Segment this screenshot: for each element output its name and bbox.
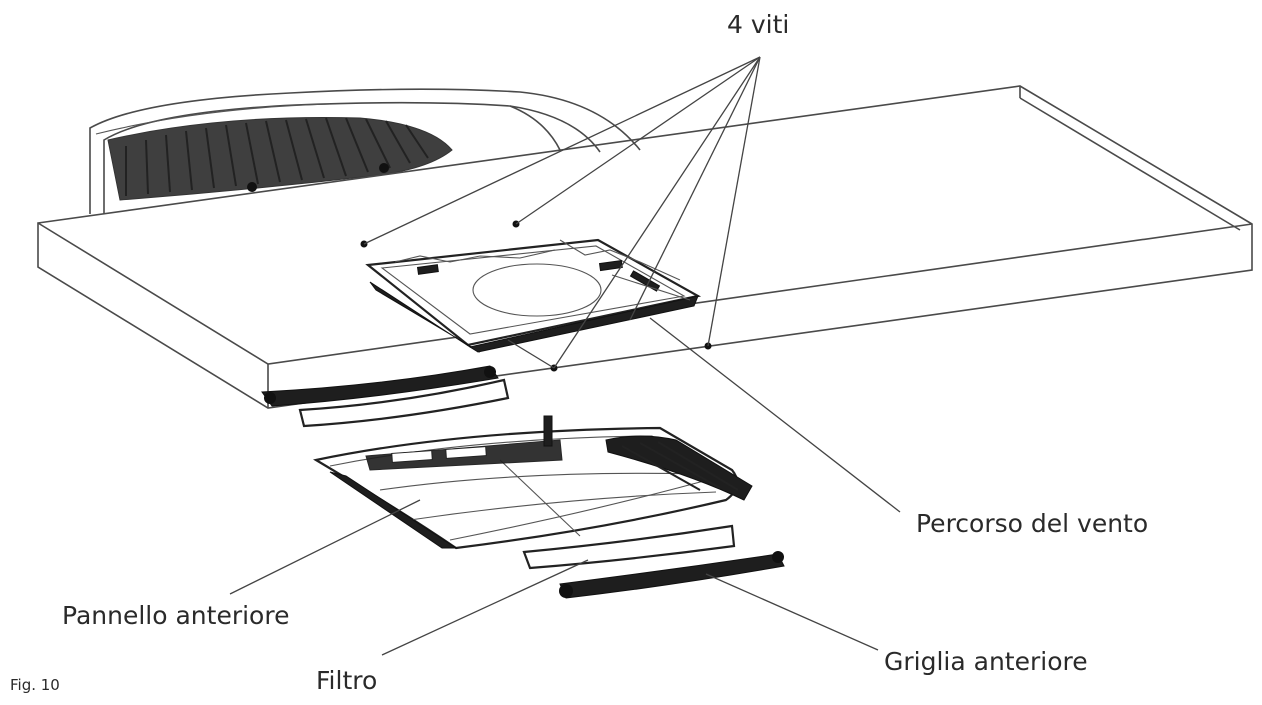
- lower-filter: [522, 524, 736, 570]
- front-grille-leader: [705, 573, 879, 651]
- air-path-chassis: [365, 238, 702, 353]
- front-panel-leader: [229, 499, 421, 595]
- label-screws: 4 viti: [727, 10, 789, 39]
- roof-slab: [37, 85, 1253, 409]
- label-front-panel: Pannello anteriore: [62, 601, 289, 630]
- label-front-grille: Griglia anteriore: [884, 647, 1088, 676]
- label-air-path: Percorso del vento: [916, 509, 1148, 538]
- filter-leader: [381, 559, 589, 656]
- rooftop-unit: [89, 88, 641, 214]
- front-panel: [313, 415, 753, 550]
- upper-grille: [261, 365, 499, 407]
- lower-grille: [559, 551, 785, 599]
- air-path-leader: [649, 317, 901, 513]
- figure-caption: Fig. 10: [10, 676, 60, 694]
- label-filter: Filtro: [316, 666, 377, 695]
- screw-leader-lines: [363, 56, 761, 369]
- upper-filter: [298, 378, 510, 428]
